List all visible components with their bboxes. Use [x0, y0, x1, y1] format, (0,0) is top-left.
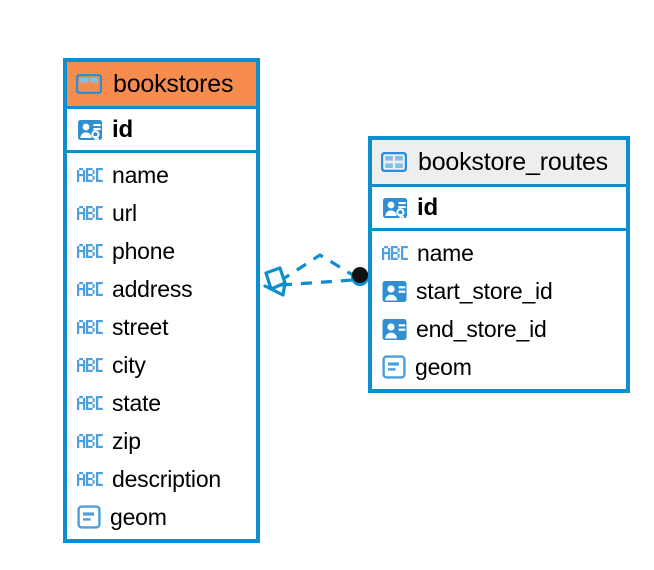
field-name: description	[112, 465, 222, 492]
field-row-end-store-id[interactable]: end_store_id	[372, 310, 626, 348]
field-list-bookstore-routes: name start_store_id	[372, 231, 626, 389]
field-name: phone	[112, 237, 175, 264]
field-row-geom[interactable]: geom	[372, 348, 626, 386]
text-abc-icon	[77, 206, 103, 220]
text-abc-icon	[77, 358, 103, 372]
primary-key-icon	[77, 117, 103, 143]
field-name: end_store_id	[416, 315, 547, 342]
field-row-start-store-id[interactable]: start_store_id	[372, 272, 626, 310]
field-name: name	[417, 239, 474, 266]
entity-table-bookstore-routes[interactable]: bookstore_routes id	[368, 136, 630, 393]
text-abc-icon	[77, 472, 103, 486]
field-row-name[interactable]: name	[372, 234, 626, 272]
geometry-icon	[382, 355, 406, 379]
field-name: url	[112, 199, 137, 226]
text-abc-icon	[77, 434, 103, 448]
field-row-state[interactable]: state	[67, 384, 256, 422]
field-name: address	[112, 275, 193, 302]
field-name: street	[112, 313, 169, 340]
field-name: geom	[110, 503, 167, 530]
field-row-description[interactable]: description	[67, 460, 256, 498]
table-icon	[381, 152, 407, 172]
text-abc-icon	[77, 168, 103, 182]
field-name: city	[112, 351, 146, 378]
text-abc-icon	[77, 244, 103, 258]
field-row-zip[interactable]: zip	[67, 422, 256, 460]
primary-key-icon	[382, 195, 408, 221]
foreign-key-icon	[382, 280, 407, 303]
relationship-line-straight[interactable]	[280, 278, 354, 287]
entity-table-bookstores[interactable]: bookstores id	[63, 58, 260, 543]
text-abc-icon	[77, 320, 103, 334]
field-name: name	[112, 161, 169, 188]
relationship-line-arched[interactable]	[279, 253, 357, 283]
crows-foot-diamond-icon	[263, 266, 287, 297]
field-name: geom	[415, 353, 472, 380]
field-row-url[interactable]: url	[67, 194, 256, 232]
field-name: state	[112, 389, 161, 416]
field-row-id[interactable]: id	[67, 109, 256, 153]
field-name: zip	[112, 427, 141, 454]
field-row-id[interactable]: id	[372, 187, 626, 231]
field-row-name[interactable]: name	[67, 156, 256, 194]
text-abc-icon	[77, 396, 103, 410]
field-name: id	[417, 193, 438, 221]
entity-title: bookstores	[113, 69, 234, 98]
text-abc-icon	[77, 282, 103, 296]
field-row-address[interactable]: address	[67, 270, 256, 308]
table-icon	[76, 74, 102, 94]
field-row-phone[interactable]: phone	[67, 232, 256, 270]
field-name: start_store_id	[416, 277, 553, 304]
foreign-key-icon	[382, 318, 407, 341]
geometry-icon	[77, 505, 101, 529]
field-name: id	[112, 115, 133, 143]
field-row-street[interactable]: street	[67, 308, 256, 346]
endpoint-circle-icon	[351, 267, 369, 286]
field-list-bookstores: name	[67, 153, 256, 539]
field-row-city[interactable]: city	[67, 346, 256, 384]
entity-header-bookstore-routes[interactable]: bookstore_routes	[372, 140, 626, 187]
entity-title: bookstore_routes	[418, 147, 608, 176]
field-row-geom[interactable]: geom	[67, 498, 256, 536]
text-abc-icon	[382, 246, 408, 260]
entity-header-bookstores[interactable]: bookstores	[67, 62, 256, 109]
